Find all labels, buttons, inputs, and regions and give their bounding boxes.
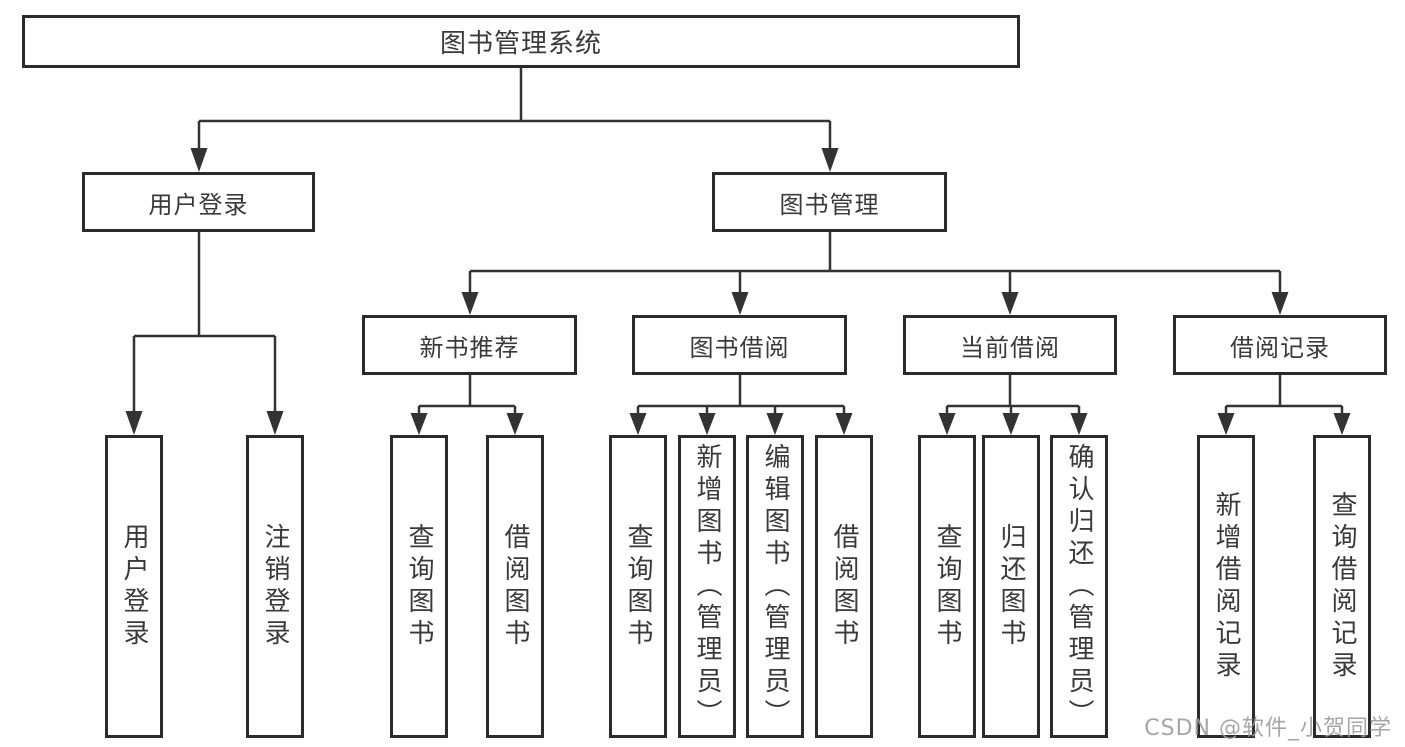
node-leaf-logout: 注销登录 xyxy=(246,435,304,738)
node-leaf-query-books-borrowing: 查询图书 xyxy=(609,435,667,738)
node-book-management-system: 图书管理系统 xyxy=(22,15,1020,68)
node-new-book-recommendation: 新书推荐 xyxy=(362,315,577,375)
node-leaf-add-books-admin: 新增图书（管理员） xyxy=(678,435,736,738)
node-leaf-edit-books-admin: 编辑图书（管理员） xyxy=(746,435,804,738)
csdn-watermark: CSDN @软件_小贺同学 xyxy=(1144,716,1392,741)
node-current-borrowing: 当前借阅 xyxy=(903,315,1117,375)
node-user-login: 用户登录 xyxy=(82,172,315,232)
node-leaf-query-borrow-record: 查询借阅记录 xyxy=(1313,435,1371,738)
node-leaf-borrow-books-recommend: 借阅图书 xyxy=(486,435,544,738)
node-book-borrowing: 图书借阅 xyxy=(632,315,847,375)
node-leaf-user-login: 用户登录 xyxy=(105,435,163,738)
arrowheads xyxy=(125,148,1351,435)
node-leaf-return-books: 归还图书 xyxy=(982,435,1040,738)
node-leaf-confirm-return-admin: 确认归还（管理员） xyxy=(1050,435,1108,738)
node-leaf-query-books-recommend: 查询图书 xyxy=(390,435,448,738)
node-leaf-borrow-books-borrowing: 借阅图书 xyxy=(815,435,873,738)
node-borrowing-records: 借阅记录 xyxy=(1173,315,1387,375)
node-book-management: 图书管理 xyxy=(712,172,947,232)
node-leaf-query-books-current: 查询图书 xyxy=(918,435,976,738)
node-leaf-add-borrow-record: 新增借阅记录 xyxy=(1197,435,1255,738)
